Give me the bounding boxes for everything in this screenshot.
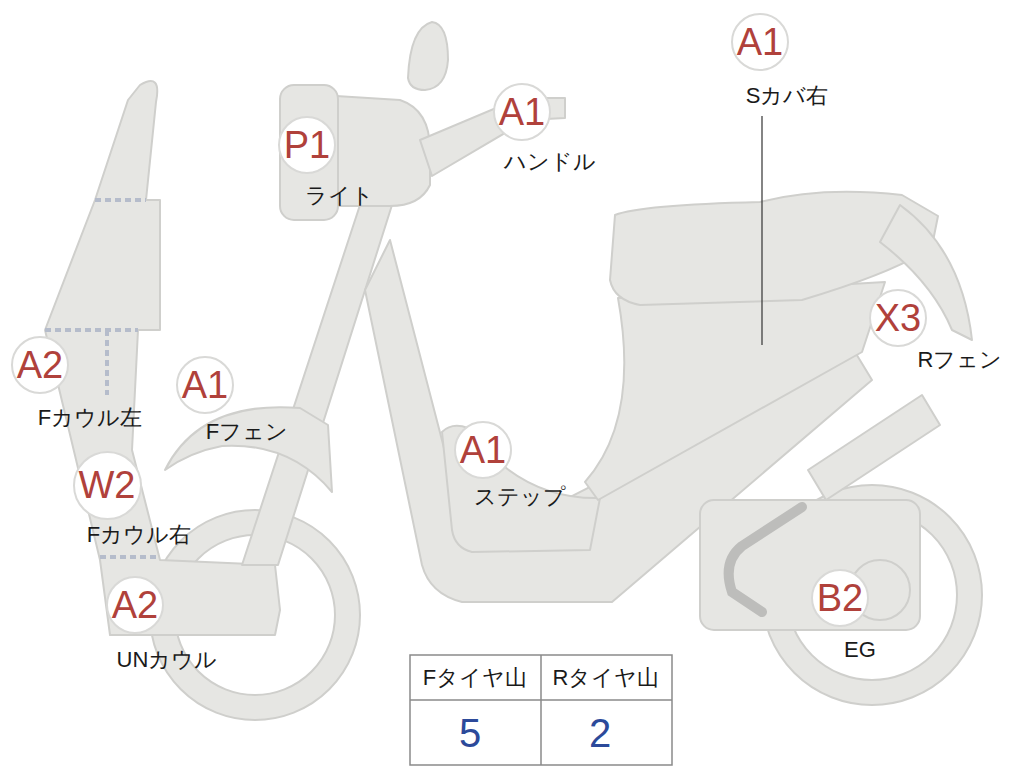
damage-code: A2 bbox=[17, 346, 63, 384]
damage-code: A1 bbox=[182, 366, 228, 404]
part-name: UNカウル bbox=[117, 648, 218, 672]
damage-circle: B2EG bbox=[811, 569, 869, 627]
front-fender bbox=[165, 407, 332, 492]
part-name: Fフェン bbox=[206, 420, 288, 444]
damage-code: A2 bbox=[112, 586, 158, 624]
panel-seam bbox=[95, 198, 146, 202]
windscreen bbox=[408, 22, 448, 90]
engine bbox=[700, 500, 920, 630]
damage-code: X3 bbox=[875, 299, 921, 337]
front-cowl bbox=[45, 81, 280, 635]
damage-code: W2 bbox=[79, 466, 136, 504]
damage-code: B2 bbox=[817, 579, 863, 617]
damage-circle: A1ハンドル bbox=[493, 83, 551, 141]
table-header: Rタイヤ山 bbox=[553, 666, 660, 690]
damage-circle: A2UNカウル bbox=[106, 576, 164, 634]
part-name: Sカバ右 bbox=[746, 84, 829, 108]
part-name: Rフェン bbox=[918, 348, 1003, 372]
leader-line bbox=[761, 116, 762, 345]
rear-shock bbox=[808, 395, 940, 500]
part-name: Fカウル右 bbox=[87, 523, 191, 547]
table-frame bbox=[410, 655, 672, 765]
damage-circle: P1ライト bbox=[278, 116, 336, 174]
damage-circle: A1ステップ bbox=[454, 421, 512, 479]
part-name: EG bbox=[844, 638, 876, 662]
damage-code: A1 bbox=[460, 431, 506, 469]
exhaust-pipe bbox=[729, 507, 802, 612]
front-fork bbox=[242, 205, 392, 565]
table-value: 2 bbox=[589, 711, 611, 755]
table-value: 5 bbox=[459, 711, 481, 755]
damage-code: A1 bbox=[499, 93, 545, 131]
damage-circle: A1Fフェン bbox=[176, 356, 234, 414]
part-name: Fカウル左 bbox=[38, 406, 142, 430]
panel-seam bbox=[100, 555, 160, 559]
panel-seam bbox=[45, 328, 138, 332]
part-name: ハンドル bbox=[504, 150, 596, 174]
damage-circle: A1Sカバ右 bbox=[731, 13, 789, 71]
table-rule bbox=[540, 655, 542, 765]
damage-code: A1 bbox=[737, 23, 783, 61]
table-header: Fタイヤ山 bbox=[423, 666, 527, 690]
damage-circle: A2Fカウル左 bbox=[11, 336, 69, 394]
damage-circle: W2Fカウル右 bbox=[73, 451, 142, 520]
damage-code: P1 bbox=[284, 126, 330, 164]
part-name: ステップ bbox=[474, 485, 566, 509]
panel-seam bbox=[105, 330, 109, 395]
step bbox=[442, 426, 600, 552]
damage-circle: X3Rフェン bbox=[869, 289, 927, 347]
part-name: ライト bbox=[305, 184, 374, 208]
